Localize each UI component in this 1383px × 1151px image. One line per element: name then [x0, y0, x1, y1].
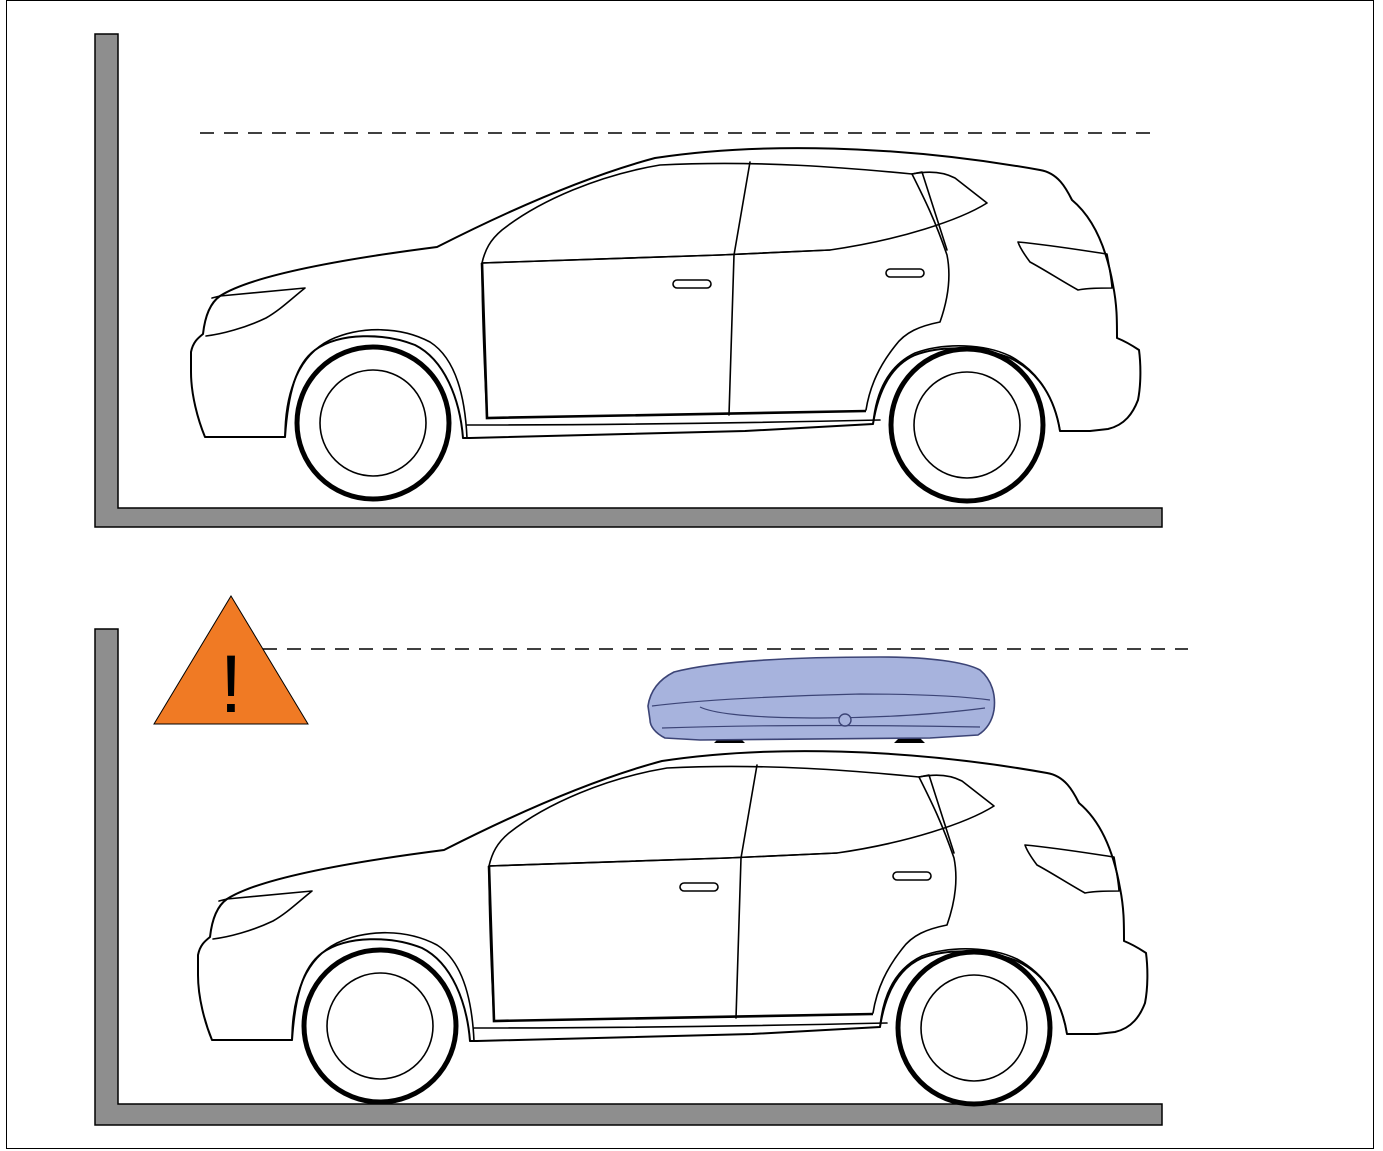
warning-symbol: !: [220, 639, 243, 730]
panel-top: [95, 34, 1162, 527]
warning-triangle-icon: !: [154, 596, 308, 730]
roof-box-shell: [648, 657, 994, 740]
panel-bottom: !: [95, 596, 1188, 1125]
roof-box: [648, 657, 994, 743]
car-side-view: [198, 751, 1147, 1104]
car-side-view: [191, 148, 1140, 501]
lock-icon: [839, 714, 851, 726]
